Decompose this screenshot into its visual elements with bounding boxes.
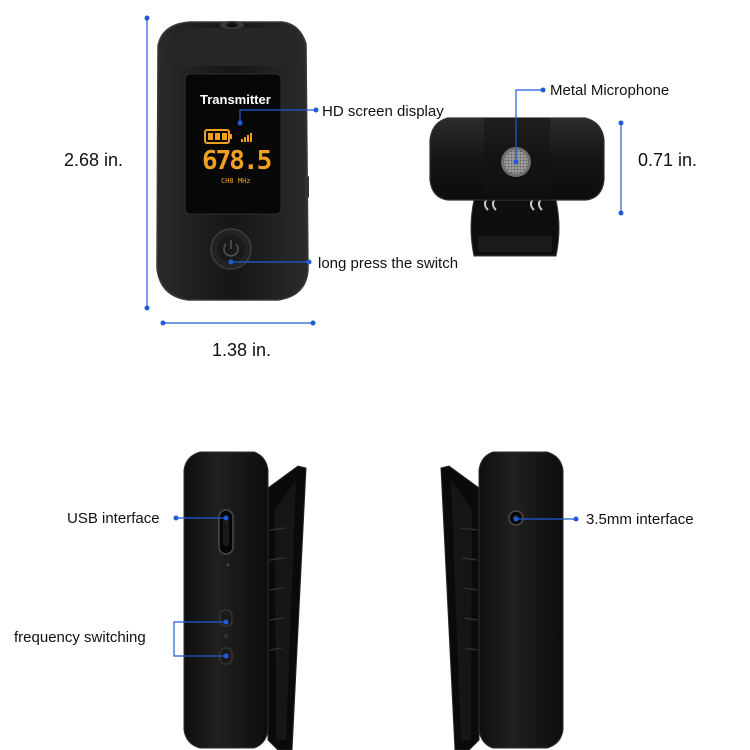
transmitter-right-side-view [440, 451, 564, 750]
transmitter-left-side-view [183, 451, 307, 750]
screen-channel: CH8 MHz [221, 177, 251, 185]
transmitter-front-view [156, 21, 309, 301]
jack-interface-callout: 3.5mm interface [586, 511, 694, 528]
transmitter-top-view [429, 117, 605, 257]
callout-usb-line [173, 515, 229, 521]
screen-frequency: 678.5 [202, 146, 272, 176]
battery-icon [204, 129, 232, 144]
callout-switch-line [228, 259, 312, 265]
power-switch-button [210, 228, 252, 270]
screen-title: Transmitter [199, 92, 272, 107]
usb-interface-callout: USB interface [67, 510, 160, 527]
callout-jack-line [513, 516, 579, 522]
callout-freq-line [173, 619, 229, 659]
usb-c-port-icon [218, 509, 234, 555]
frequency-switching-callout: frequency switching [14, 629, 146, 646]
height-dimension-label: 2.68 in. [64, 150, 124, 170]
callout-mic-line [513, 87, 546, 165]
depth-dimension-label: 0.71 in. [638, 150, 698, 170]
hd-screen-callout: HD screen display [322, 103, 444, 120]
callout-hd-screen-line [237, 107, 319, 126]
long-press-callout: long press the switch [318, 255, 459, 272]
metal-mic-callout: Metal Microphone [550, 82, 670, 99]
width-dimension-label: 1.38 in. [212, 340, 272, 360]
depth-dimension-line [618, 120, 624, 216]
width-dimension-line [160, 320, 316, 326]
signal-icon [241, 133, 252, 142]
height-dimension-line [144, 15, 150, 311]
